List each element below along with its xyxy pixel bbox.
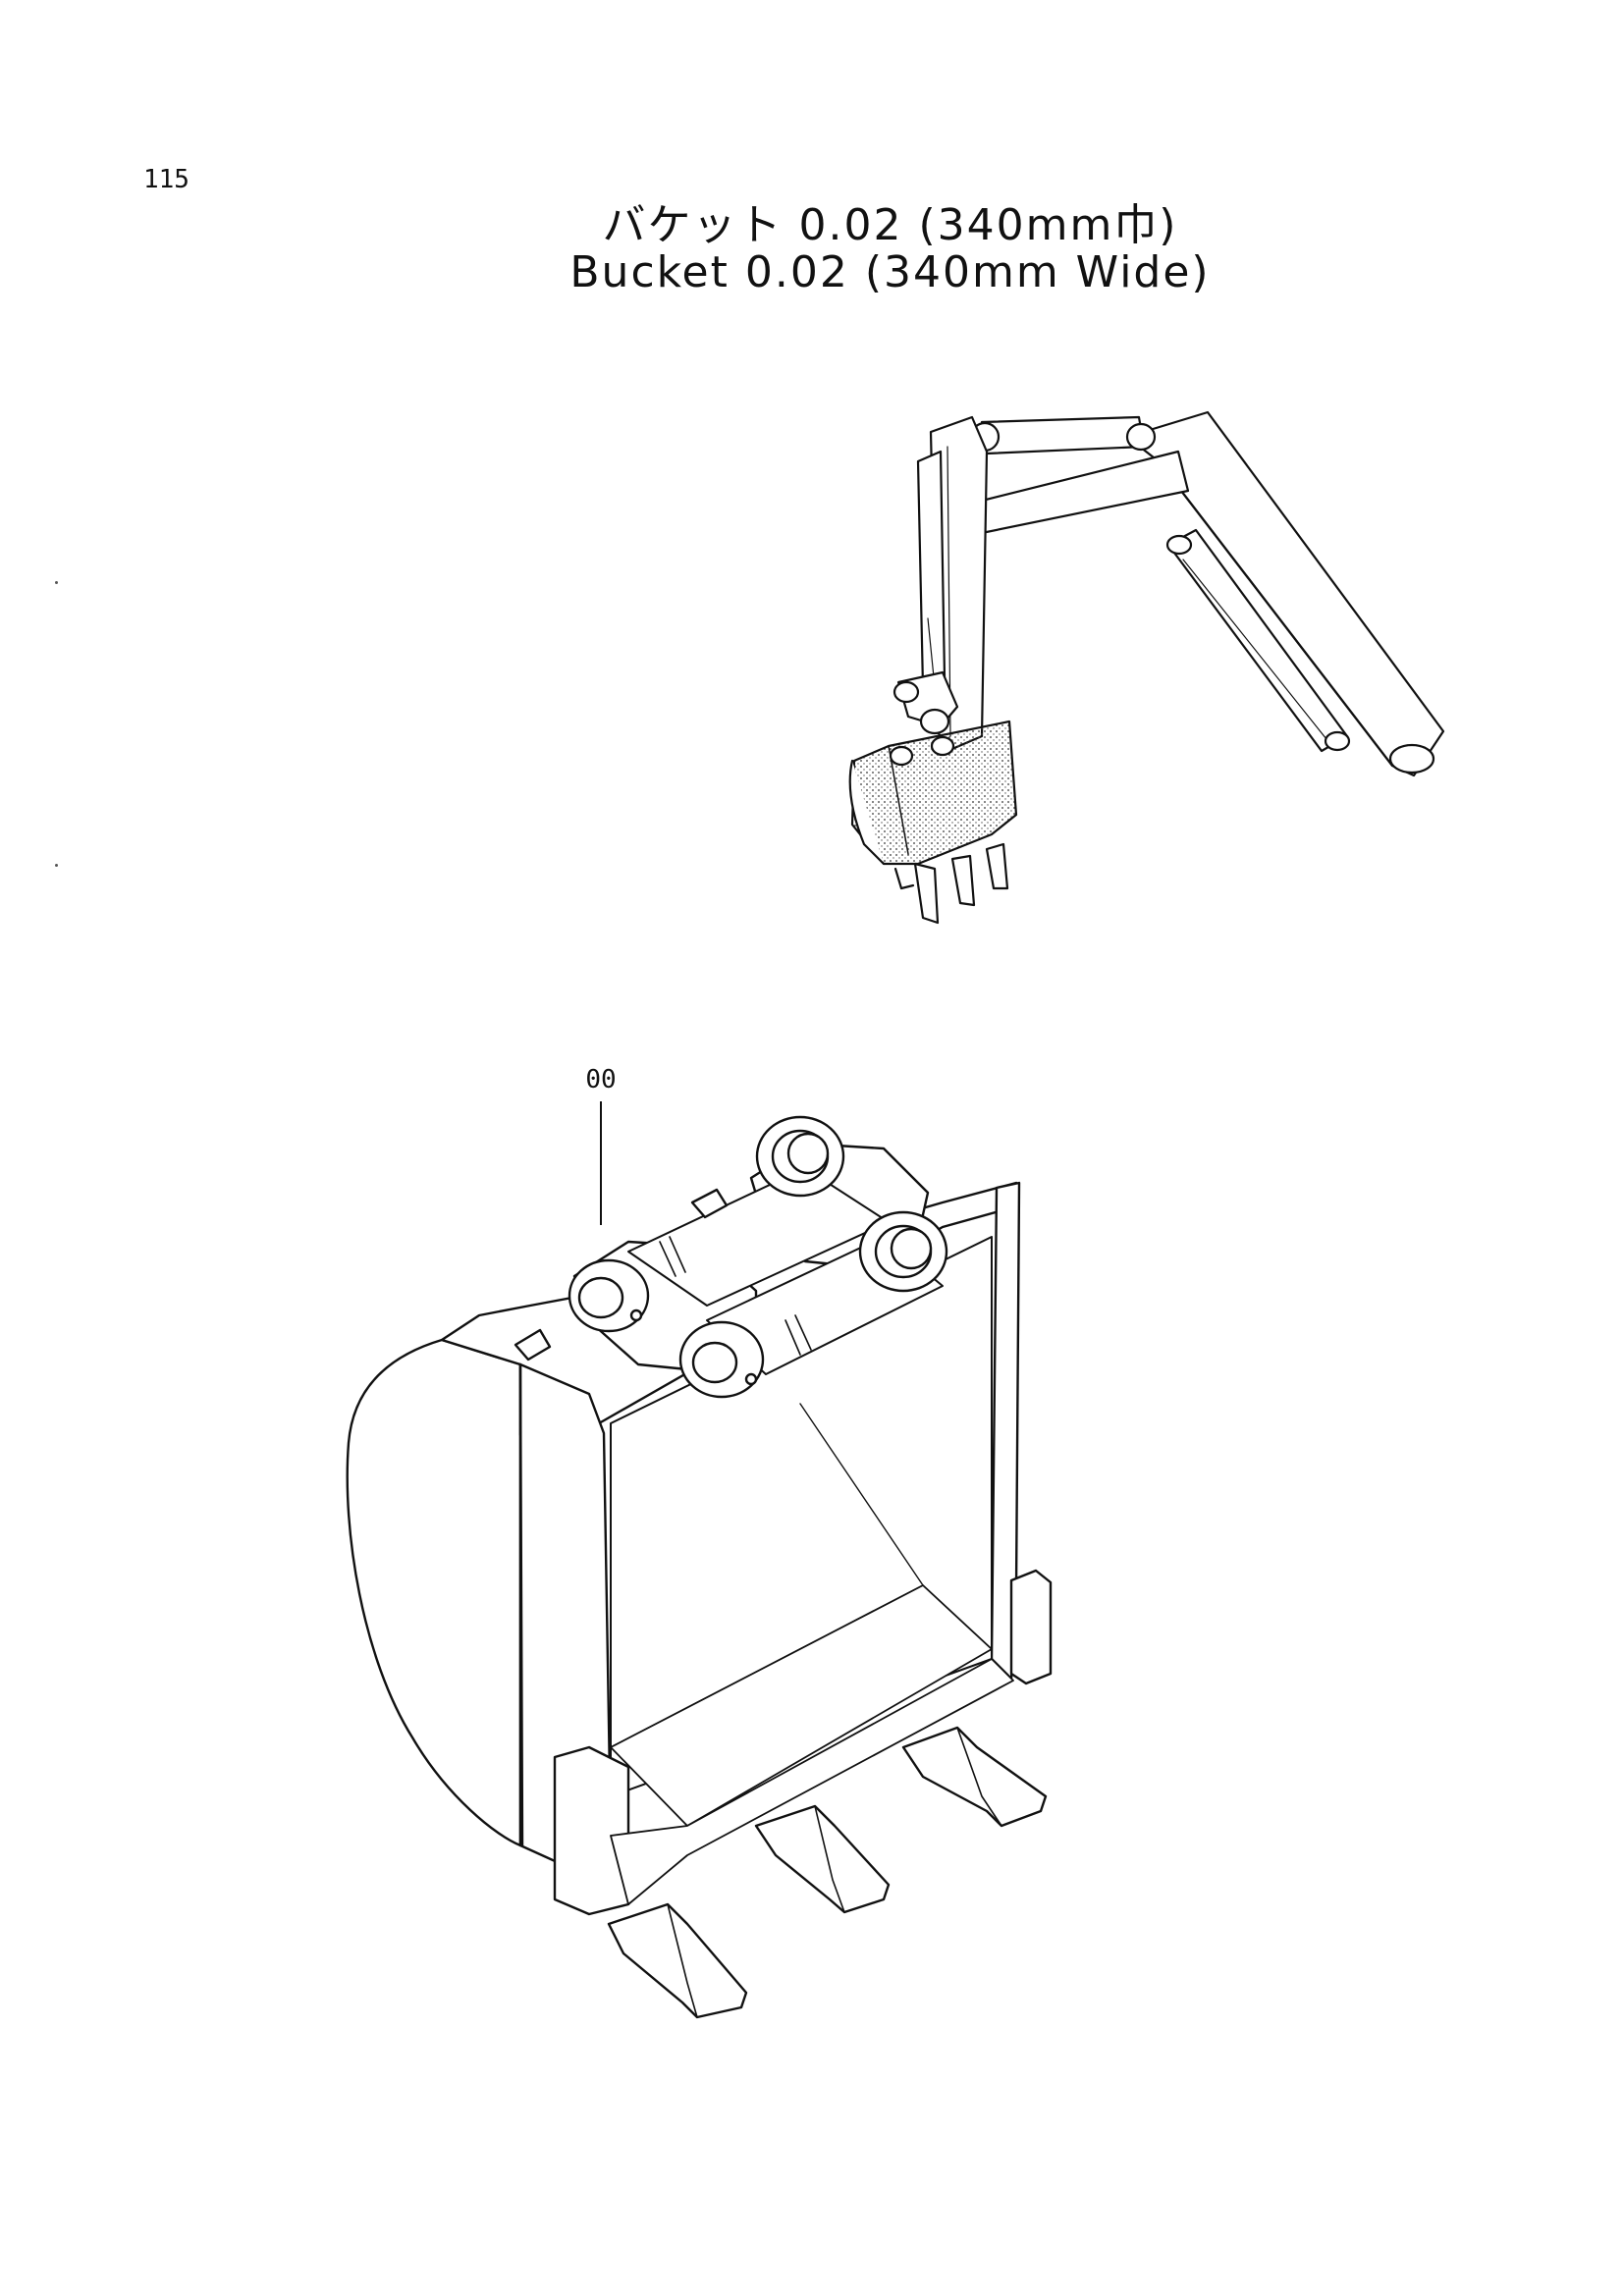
excavator-arm-overview <box>848 410 1445 925</box>
bucket-side-shell <box>346 1338 522 1847</box>
part-callout-number: 00 <box>585 1065 616 1095</box>
boss-rear-top <box>755 1115 845 1198</box>
bucket-drawing <box>346 1115 1053 2019</box>
left-wear-pad <box>553 1745 630 1916</box>
scan-speck <box>55 864 58 867</box>
right-wear-pad <box>1009 1569 1053 1685</box>
boss-front-bottom <box>678 1320 765 1399</box>
bucket-tooth-2 <box>754 1804 891 1914</box>
page-title-japanese: バケット 0.02 (340mm巾) <box>602 200 1178 250</box>
bucket-tooth-1 <box>607 1902 748 2019</box>
arm-cylinder <box>980 415 1146 455</box>
boss-rear-bottom <box>858 1210 948 1293</box>
scan-speck <box>55 581 58 584</box>
page-title-english: Bucket 0.02 (340mm Wide) <box>569 247 1211 297</box>
boss-front-top <box>568 1258 650 1333</box>
page-number: 115 <box>143 165 189 194</box>
